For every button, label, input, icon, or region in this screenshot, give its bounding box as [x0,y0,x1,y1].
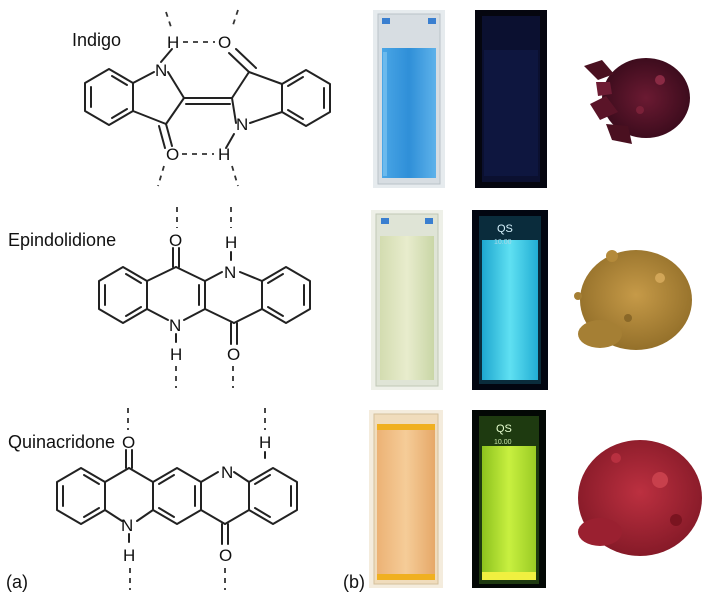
epindolidione-name: Epindolidione [8,230,116,250]
indigo-structure: Indigo N N H O O H [72,9,331,187]
quinacridone-vial-uv: QS 10.00 [472,410,546,588]
indigo-o-bottom: O [166,145,179,164]
panel-label-a: (a) [6,572,28,592]
quinacridone-powder [578,440,702,556]
epindolidione-n-bottom: N [169,316,181,335]
epindolidione-vial-uv: QS 10.00 [472,210,548,390]
indigo-right-benzene [281,69,331,127]
epindolidione-cuvette-volume: 10.00 [494,239,512,246]
epindolidione-h-bottom: H [170,345,182,364]
epindolidione-vial-daylight [371,210,443,390]
indigo-vial-uv [475,10,547,188]
quinacridone-n-top: N [221,463,233,482]
epindolidione-n-top: N [224,263,236,282]
quinacridone-cuvette-qs: QS [496,423,512,435]
quinacridone-name: Quinacridone [8,432,115,452]
epindolidione-powder [574,250,692,350]
quinacridone-structure: Quinacridone O H N [8,408,298,590]
indigo-vial-daylight [373,10,445,188]
indigo-name: Indigo [72,30,121,50]
epindolidione-cuvette-qs: QS [497,223,513,235]
epindolidione-structure: Epindolidione O H N N H O [8,207,311,388]
quinacridone-n-bottom: N [121,516,133,535]
quinacridone-cuvette-volume: 10.00 [494,439,512,446]
indigo-powder [584,58,690,144]
quinacridone-h-bottom: H [123,546,135,565]
indigo-h-top: H [167,33,179,52]
epindolidione-o-top: O [169,231,182,250]
panel-label-b: (b) [343,572,365,592]
quinacridone-o-bottom: O [219,546,232,565]
quinacridone-h-top: H [259,433,271,452]
indigo-n-right: N [236,115,248,134]
indigo-o-top: O [218,33,231,52]
indigo-n-left: N [155,61,167,80]
epindolidione-o-bottom: O [227,345,240,364]
quinacridone-vial-daylight [369,410,443,588]
indigo-left-benzene [84,68,134,126]
quinacridone-o-top: O [122,433,135,452]
epindolidione-h-top: H [225,233,237,252]
indigo-h-bottom: H [218,145,230,164]
